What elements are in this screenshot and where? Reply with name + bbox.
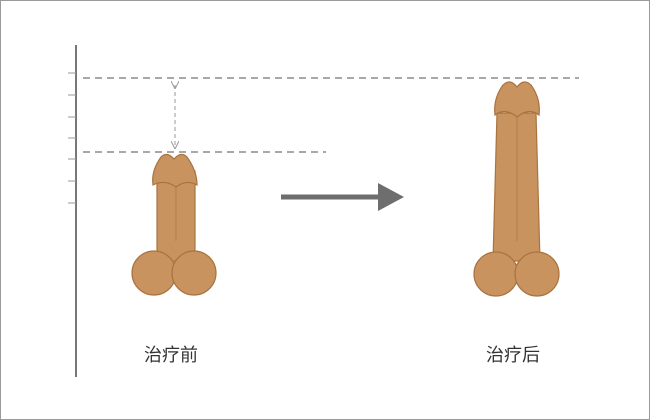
ruler	[68, 45, 77, 377]
after-treatment-label: 治疗后	[486, 345, 540, 366]
transition-arrow	[281, 183, 404, 211]
before-treatment-label: 治疗前	[144, 345, 198, 366]
before-figure	[131, 153, 217, 296]
after-figure	[473, 81, 560, 297]
